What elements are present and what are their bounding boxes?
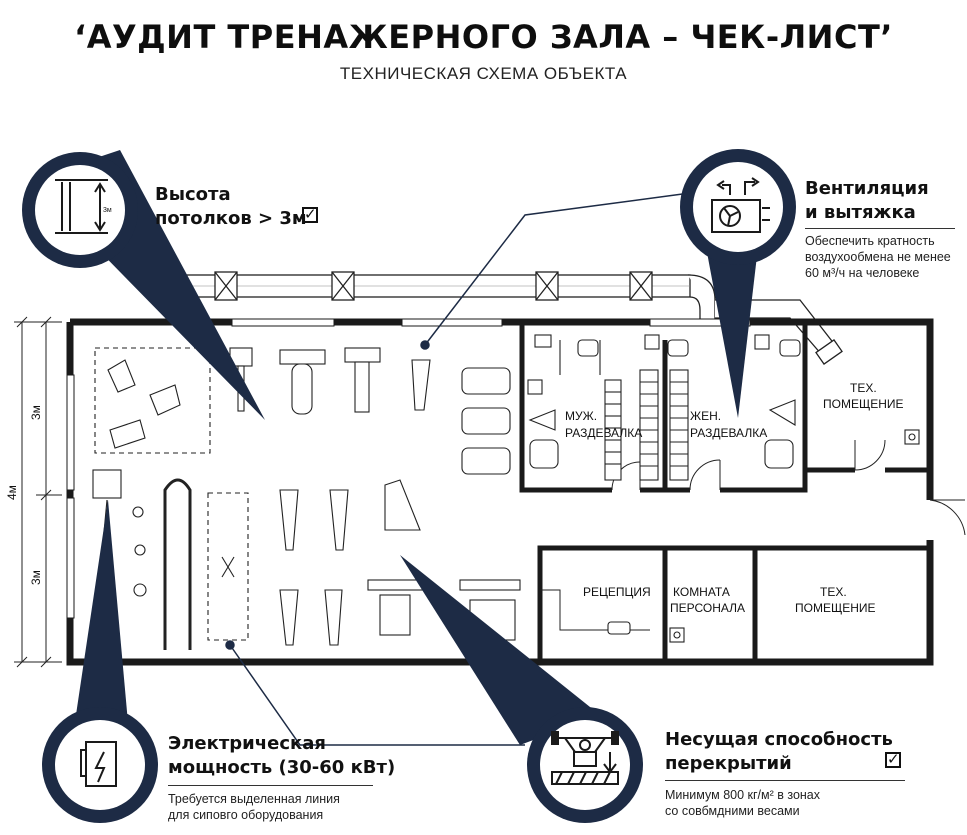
dimension-upper: 3м [29,405,43,420]
room-womens-line2: РАЗДЕВАЛКА [690,426,767,440]
ventilation-title-line1: Вентиляция [805,178,929,199]
room-tech1-line2: ПОМЕЩЕНИЕ [823,397,904,411]
windows [66,318,751,619]
load-callout-title: Несущая способность перекрытий [665,728,893,776]
ceiling-height-badge: 3м [22,152,138,268]
load-title-line2: перекрытий [665,753,792,774]
ceiling-title-line2: потолков > 3м [155,208,307,229]
room-tech2-line1: ТЕХ. [820,585,847,599]
room-womens-line1: ЖЕН. [690,409,721,423]
power-text-line1: Требуется выделенная линия [168,792,340,806]
power-title-line1: Электрическая [168,733,326,754]
ventilation-text-line1: Обеспечить кратность [805,234,935,248]
power-callout-title: Электрическая мощность (30-60 кВт) [168,732,395,780]
power-text-line2: для сиповго оборудования [168,808,324,822]
page-subtitle: ТЕХНИЧЕСКАЯ СХЕМА ОБЪЕКТА [339,64,628,83]
ceiling-checkbox[interactable]: ✓ [302,205,318,223]
ceiling-icon-mark: 3м [103,207,112,214]
room-tech2-line2: ПОМЕЩЕНИЕ [795,601,876,615]
room-tech1-line1: ТЕХ. [850,381,877,395]
inner-walls [519,322,930,662]
room-staff-line1: КОМНАТА [673,585,730,599]
load-text-line1: Минимум 800 кг/м² в зонах [665,788,821,802]
door-swings [540,439,966,631]
weightlifter-icon [551,731,619,785]
load-callout-text: Минимум 800 кг/м² в зонах со совбмдними … [665,787,820,819]
power-callout-text: Требуется выделенная линия для сиповго о… [168,791,340,823]
floor-load-badge [527,707,643,823]
load-checkbox[interactable]: ✓ [885,750,901,768]
room-reception: РЕЦЕПЦИЯ [583,585,651,599]
gym-equipment [92,347,521,650]
ceiling-title-line1: Высота [155,184,231,205]
room-mens-line2: РАЗДЕВАЛКА [565,426,642,440]
ventilation-callout-text: Обеспечить кратность воздухообмена не ме… [805,233,951,281]
room-staff-line2: ПЕРСОНАЛА [670,601,745,615]
ceiling-height-icon [55,179,108,234]
page-title: ‘АУДИТ ТРЕНАЖЕРНОГО ЗАЛА – ЧЕК-ЛИСТ’ [74,18,893,56]
ventilation-text-line3: 60 м³/ч на человеке [805,266,920,280]
power-title-line2: мощность (30-60 кВт) [168,757,396,778]
dimension-total: 4м [5,485,19,500]
load-title-line1: Несущая способность [665,729,893,750]
changing-room-fixtures [527,334,920,643]
room-labels: МУЖ. РАЗДЕВАЛКА ЖЕН. РАЗДЕВАЛКА ТЕХ. ПОМ… [565,381,904,615]
ventilation-title-line2: и вытяжка [805,202,916,223]
power-rule [168,785,373,786]
ventilation-rule [805,228,955,229]
ceiling-callout-title: Высота потолков > 3м [155,183,307,231]
dimension-lower: 3м [29,570,43,585]
air-conditioner-icon [711,177,770,233]
load-text-line2: со совбмдними весами [665,804,800,818]
callout-leader-lines [225,192,691,746]
electric-panel-icon [80,741,117,787]
room-mens-line1: МУЖ. [565,409,597,423]
ventilation-text-line2: воздухообмена не менее [805,250,951,264]
ventilation-badge [680,149,796,265]
power-badge [42,707,158,823]
dimension-lines [14,316,62,668]
ventilation-callout-title: Вентиляция и вытяжка [805,177,929,225]
load-rule [665,780,905,781]
